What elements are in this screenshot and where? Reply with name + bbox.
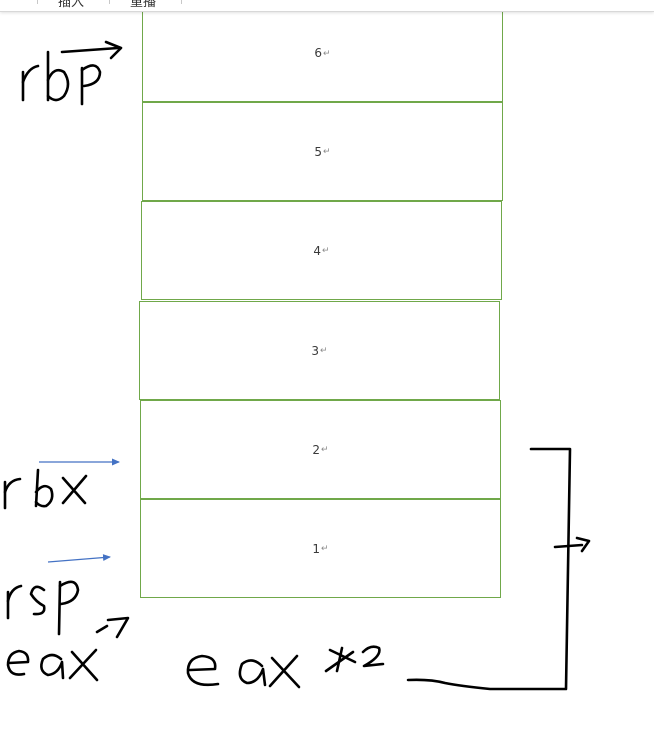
- ribbon-bar: 插入 重播: [0, 0, 654, 12]
- stack-cell-label: 4: [313, 243, 322, 258]
- stack-cell-2[interactable]: 2↵: [140, 400, 501, 499]
- stack-cell-label: 2: [312, 442, 321, 457]
- ink-eax-left: [6, 616, 130, 682]
- ink-eax-times-two: [186, 645, 385, 689]
- paragraph-mark-icon: ↵: [322, 245, 330, 255]
- paragraph-mark-icon: ↵: [323, 146, 331, 156]
- ink-rsp: [6, 580, 80, 636]
- paragraph-mark-icon: ↵: [320, 345, 328, 355]
- pointer-arrow-rsp: [47, 554, 111, 563]
- tab-insert[interactable]: 插入: [58, 0, 85, 10]
- stack-cell-4[interactable]: 4↵: [141, 201, 502, 300]
- stack-cell-label: 3: [311, 343, 320, 358]
- stack-cell-label: 6: [314, 46, 323, 60]
- ink-rbp: [21, 40, 123, 106]
- ribbon-separator: [37, 0, 38, 4]
- stack-cell-6[interactable]: 6↵: [142, 4, 503, 102]
- ink-rbx: [3, 468, 88, 510]
- stack-cell-1[interactable]: 1↵: [140, 499, 501, 598]
- paragraph-mark-icon: ↵: [321, 543, 329, 553]
- stack-cell-label: 5: [314, 144, 323, 159]
- stack-cell-3[interactable]: 3↵: [139, 301, 500, 400]
- stack-cell-label: 1: [312, 541, 321, 556]
- ribbon-separator: [109, 0, 110, 4]
- paragraph-mark-icon: ↵: [321, 444, 329, 454]
- stack-cell-5[interactable]: 5↵: [142, 102, 503, 201]
- tab-replay[interactable]: 重播: [130, 0, 157, 10]
- ribbon-separator: [181, 0, 182, 4]
- paragraph-mark-icon: ↵: [323, 47, 331, 58]
